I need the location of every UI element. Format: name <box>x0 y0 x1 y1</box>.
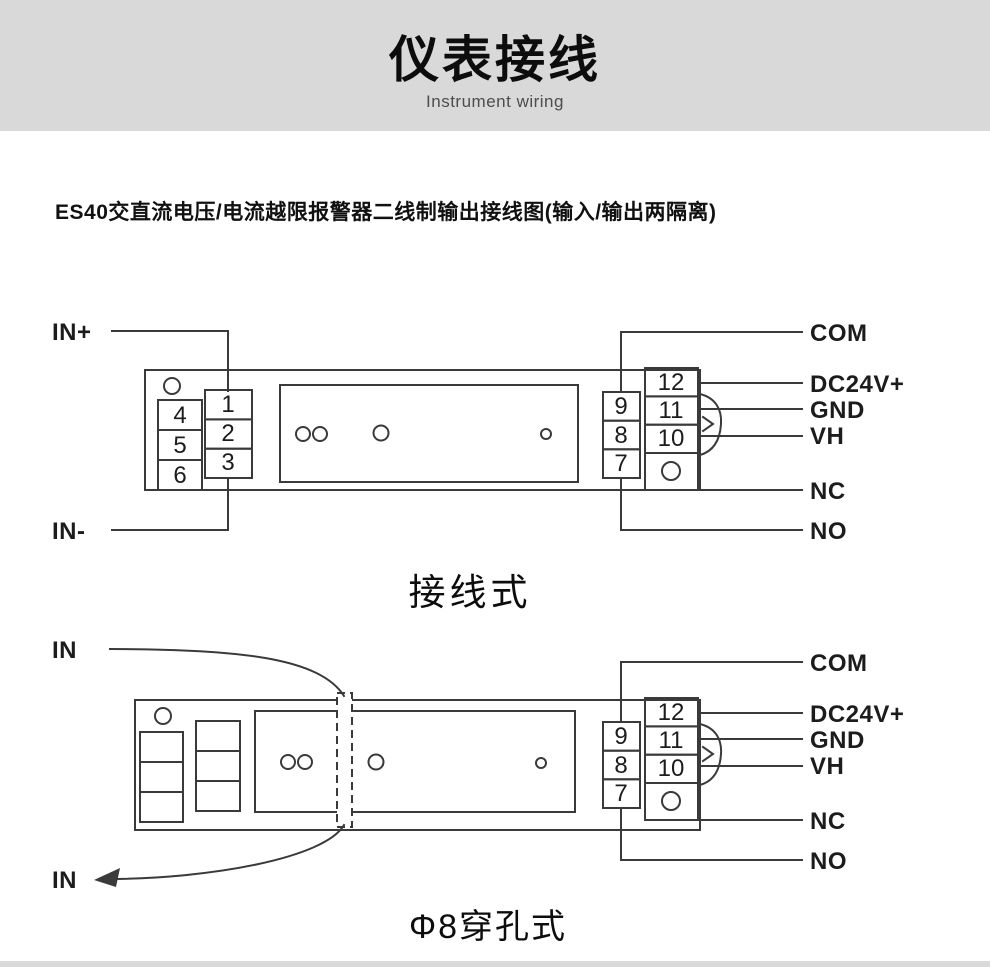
terminal-number-8: 8 <box>614 752 627 779</box>
left-inner-terminal-block <box>195 720 241 812</box>
relay-hole <box>661 461 681 481</box>
module-hole-1 <box>280 754 296 770</box>
com-wire <box>620 661 803 723</box>
center-module <box>254 710 576 813</box>
terminal-number-1: 1 <box>221 391 234 418</box>
terminal-number-10: 10 <box>658 425 685 452</box>
din-clip-notch <box>701 415 715 433</box>
terminal-number-12: 12 <box>658 369 685 396</box>
in-plus-wire <box>111 330 229 392</box>
arrowhead-icon <box>94 868 120 887</box>
center-module <box>279 384 579 483</box>
din-clip-notch <box>701 745 715 763</box>
output-label-no: NO <box>810 518 847 545</box>
mounting-hole <box>154 707 172 725</box>
terminal-number-11: 11 <box>659 727 684 754</box>
relay-cell <box>644 782 699 821</box>
terminal-number-9: 9 <box>614 723 627 750</box>
terminal-number-7: 7 <box>614 450 627 477</box>
wiring-type-caption: 接线式 <box>408 572 532 613</box>
right-outer-terminal-block <box>644 697 699 821</box>
output-label-nc: NC <box>810 478 846 505</box>
through-hole-slot <box>336 692 353 828</box>
output-label-vh: VH <box>810 423 844 450</box>
left-outer-terminal-block <box>157 399 203 491</box>
terminal-number-2: 2 <box>221 420 234 447</box>
output-label-nc: NC <box>810 808 846 835</box>
in-top-label: IN <box>52 637 77 664</box>
page-subtitle: Instrument wiring <box>426 92 564 111</box>
terminal-cell <box>139 731 184 763</box>
module-hole-2 <box>297 754 313 770</box>
terminal-cell <box>195 720 241 752</box>
output-label-com: COM <box>810 320 868 347</box>
module-hole-2 <box>312 426 328 442</box>
module-hole-4 <box>535 757 547 769</box>
in-bottom-label: IN <box>52 867 77 894</box>
module-hole-3 <box>372 424 390 442</box>
terminal-number-8: 8 <box>614 422 627 449</box>
diagram-description: ES40交直流电压/电流越限报警器二线制输出接线图(输入/输出两隔离) <box>55 201 717 224</box>
no-wire <box>620 807 803 861</box>
left-outer-terminal-block <box>139 731 184 823</box>
din-clip <box>698 392 723 457</box>
in-wire-top <box>108 647 346 698</box>
no-wire <box>620 477 803 531</box>
in-minus-label: IN- <box>52 518 86 545</box>
com-wire <box>620 331 803 393</box>
terminal-cell <box>195 750 241 782</box>
output-label-no: NO <box>810 848 847 875</box>
module-hole-4 <box>540 428 552 440</box>
wiring-type-diagram: IN+ IN- 4 5 6 1 2 3 9 8 7 12 11 10 COM D… <box>52 319 904 545</box>
left-inner-terminal-block <box>204 389 253 480</box>
header-banner: 仪表接线 Instrument wiring <box>0 0 990 131</box>
output-label-vh: VH <box>810 753 844 780</box>
terminal-cell-3 <box>204 447 253 480</box>
terminal-cell-6 <box>157 459 203 491</box>
device-body <box>144 369 701 491</box>
module-hole-3 <box>367 753 385 771</box>
output-label-gnd: GND <box>810 397 865 424</box>
terminal-cell <box>195 780 241 812</box>
mounting-hole <box>163 377 181 395</box>
terminal-number-12: 12 <box>658 699 685 726</box>
output-label-dc24v: DC24V+ <box>810 371 904 398</box>
terminal-number-3: 3 <box>221 449 234 476</box>
relay-hole <box>661 791 681 811</box>
din-clip <box>698 722 723 787</box>
footer-divider <box>0 961 990 967</box>
terminal-number-11: 11 <box>659 397 684 424</box>
output-label-dc24v: DC24V+ <box>810 701 904 728</box>
terminal-number-6: 6 <box>173 462 186 489</box>
in-plus-label: IN+ <box>52 319 92 346</box>
in-wire-bottom <box>104 823 346 881</box>
module-hole-1 <box>295 426 311 442</box>
output-label-gnd: GND <box>810 727 865 754</box>
through-hole-caption: Φ8穿孔式 <box>408 908 568 946</box>
terminal-cell <box>139 791 184 823</box>
terminal-number-7: 7 <box>614 780 627 807</box>
in-minus-wire <box>111 477 229 531</box>
terminal-number-10: 10 <box>658 755 685 782</box>
terminal-number-5: 5 <box>173 432 186 459</box>
terminal-cell <box>139 761 184 793</box>
terminal-number-9: 9 <box>614 393 627 420</box>
output-label-com: COM <box>810 650 868 677</box>
terminal-number-4: 4 <box>173 402 186 429</box>
relay-cell <box>644 452 699 491</box>
page-title: 仪表接线 <box>389 32 601 88</box>
through-hole-diagram: IN IN 9 8 7 12 11 10 COM DC24V+ GND VH N… <box>52 637 904 894</box>
